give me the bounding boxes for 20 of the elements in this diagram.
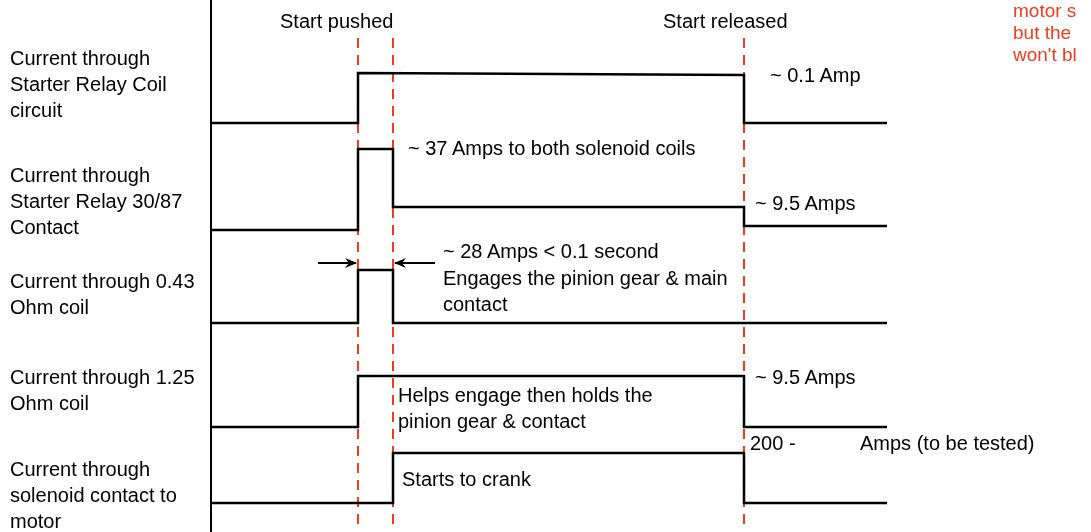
signal-label: Current through 1.25 Ohm coil xyxy=(10,365,195,416)
annotation-text: Engages the pinion gear & main contact xyxy=(443,266,729,317)
value-label: ~ 9.5 Amps xyxy=(755,191,856,216)
signal-label: Current through Starter Relay Coil circuit xyxy=(10,46,168,123)
value-label: Amps (to be tested) xyxy=(860,431,1035,456)
value-label: ~ 0.1 Amp xyxy=(770,63,861,88)
signal-label: Current through 0.43 Ohm coil xyxy=(10,269,195,320)
note-text: motor s xyxy=(1013,0,1077,22)
value-label: ~ 28 Amps < 0.1 second xyxy=(443,239,659,264)
signal-label: Current through solenoid contact to motor xyxy=(10,457,178,532)
note-text: won't bl xyxy=(1013,44,1077,66)
value-label: 200 - xyxy=(750,431,796,456)
value-label: ~ 9.5 Amps xyxy=(755,365,856,390)
event-label: Start released xyxy=(663,9,788,34)
annotation-text: Starts to crank xyxy=(402,467,531,492)
signal-label: Current through Starter Relay 30/87 Contact xyxy=(10,163,184,240)
annotation-text: ~ 37 Amps to both solenoid coils xyxy=(408,136,697,161)
note-text: but the xyxy=(1013,22,1072,44)
event-label: Start pushed xyxy=(280,9,394,34)
annotation-text: Helps engage then holds the pinion gear & contact xyxy=(398,383,654,434)
